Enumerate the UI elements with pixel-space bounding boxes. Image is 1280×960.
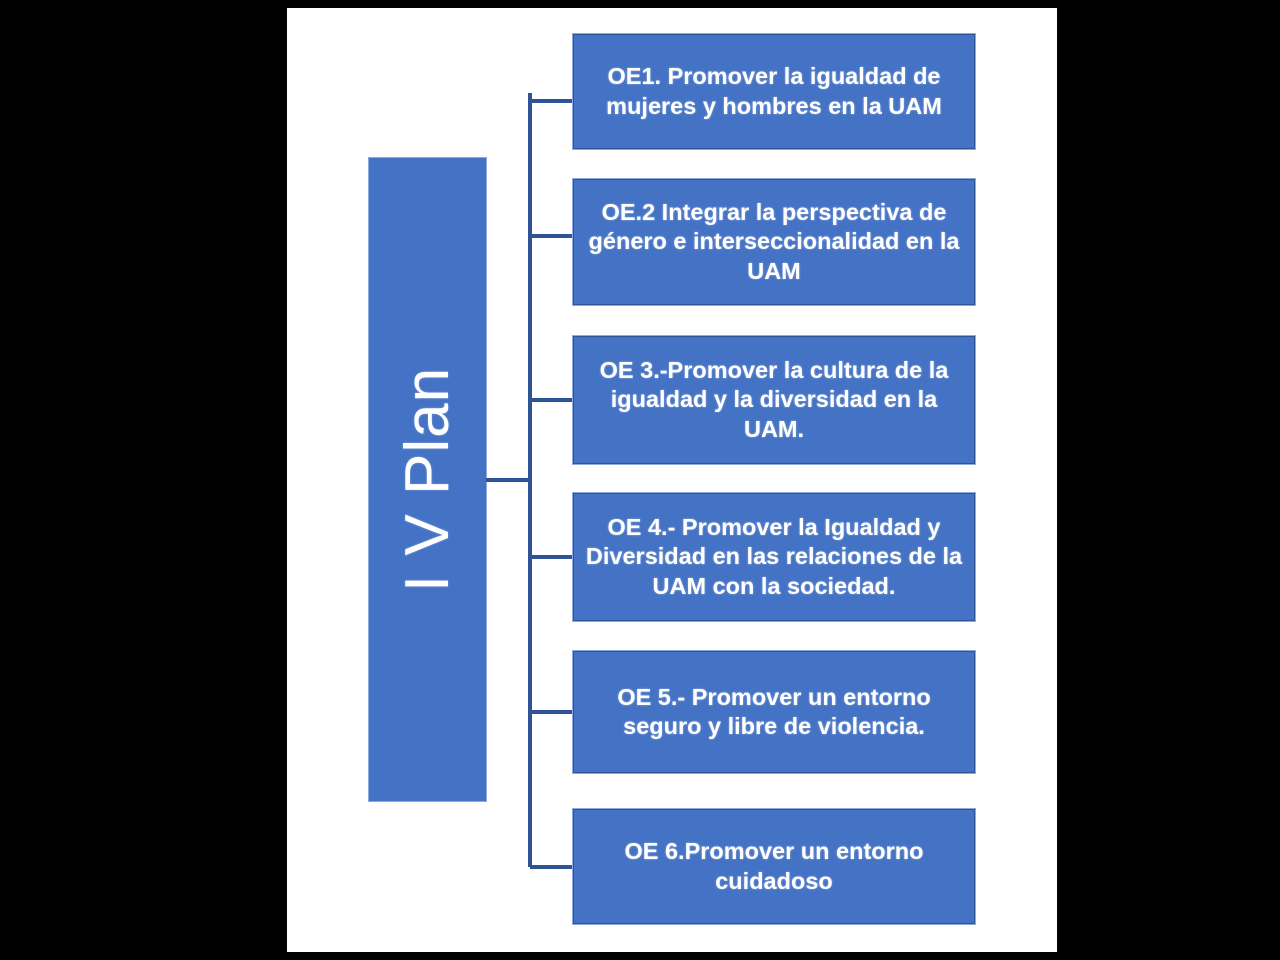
objective-box-oe4[interactable]: OE 4.- Promover la Igualdad y Diversidad…	[572, 492, 976, 622]
connector-stub-oe6	[530, 865, 574, 869]
objective-box-oe3[interactable]: OE 3.-Promover la cultura de la igualdad…	[572, 335, 976, 465]
objective-label-oe2: OE.2 Integrar la perspectiva de género e…	[588, 198, 960, 284]
letterbox-top	[0, 0, 1280, 8]
root-node-iv-plan[interactable]: I V Plan	[368, 157, 487, 802]
connector-stub-oe2	[530, 234, 574, 238]
connector-stub-oe3	[530, 398, 574, 402]
objective-box-oe6[interactable]: OE 6.Promover un entorno cuidadoso	[572, 808, 976, 925]
objective-label-oe3: OE 3.-Promover la cultura de la igualdad…	[599, 356, 949, 442]
objective-label-oe5: OE 5.- Promover un entorno seguro y libr…	[617, 683, 931, 739]
objective-box-oe1[interactable]: OE1. Promover la igualdad de mujeres y h…	[572, 33, 976, 150]
connector-stub-oe5	[530, 710, 574, 714]
connector-stub-oe1	[530, 99, 574, 103]
connector-spine	[528, 93, 532, 867]
diagram-container: I V Plan OE1. Promover la igualdad de mu…	[287, 8, 1057, 952]
letterbox-left	[0, 0, 287, 960]
objective-box-oe2[interactable]: OE.2 Integrar la perspectiva de género e…	[572, 178, 976, 306]
letterbox-bottom	[0, 952, 1280, 960]
objective-box-oe5[interactable]: OE 5.- Promover un entorno seguro y libr…	[572, 650, 976, 774]
root-node-label: I V Plan	[393, 366, 462, 593]
connector-root-to-spine	[486, 478, 532, 482]
connector-stub-oe4	[530, 555, 574, 559]
objective-label-oe4: OE 4.- Promover la Igualdad y Diversidad…	[585, 513, 963, 599]
slide-page: I V Plan OE1. Promover la igualdad de mu…	[287, 8, 1057, 952]
objective-label-oe6: OE 6.Promover un entorno cuidadoso	[624, 838, 924, 894]
objective-label-oe1: OE1. Promover la igualdad de mujeres y h…	[606, 63, 942, 119]
letterbox-right	[1057, 0, 1280, 960]
